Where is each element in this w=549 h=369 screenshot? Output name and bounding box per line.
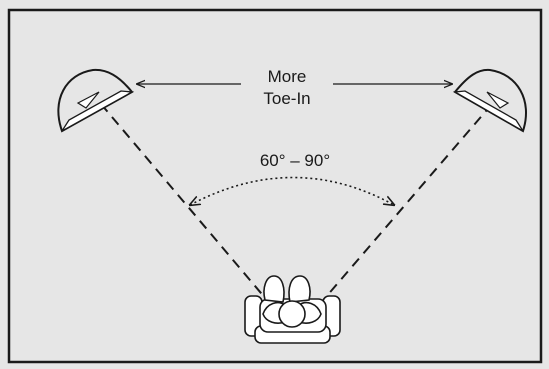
angle-arc <box>190 176 394 206</box>
left-listening-axis <box>100 103 278 313</box>
room-border <box>7 8 543 364</box>
toe-in-label-toe-in: Toe-In <box>263 89 310 108</box>
toe-in-label-more: More <box>268 67 307 86</box>
right-listening-axis <box>312 103 493 313</box>
angle-label: 60° – 90° <box>260 151 330 170</box>
left-speaker-icon <box>57 68 135 133</box>
listener-in-chair-icon <box>244 275 341 344</box>
right-speaker-icon <box>452 68 527 133</box>
